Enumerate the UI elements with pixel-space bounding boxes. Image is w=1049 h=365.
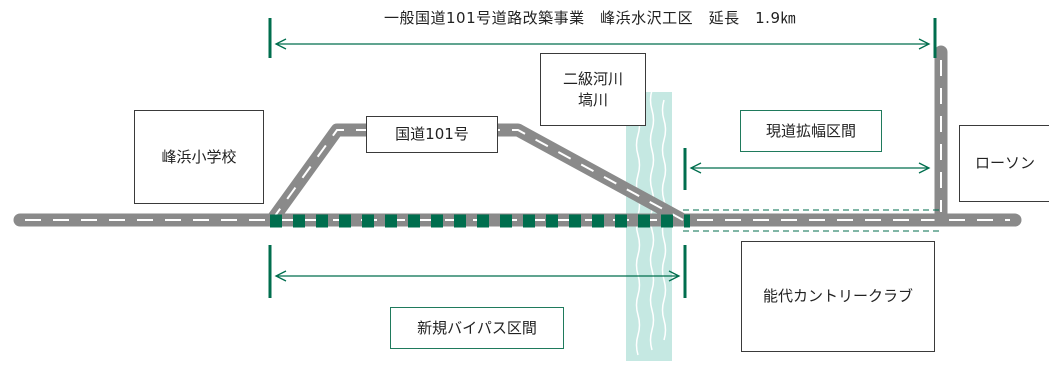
widening-arrowhead-right (918, 162, 931, 174)
river-label: 二級河川 塙川 (540, 53, 646, 126)
project-title: 一般国道101号道路改築事業 峰浜水沢工区 延長 1.9㎞ (384, 8, 796, 27)
route-101-dashes (271, 129, 684, 221)
lawson-label: ローソン (959, 125, 1049, 202)
route-101-label: 国道101号 (366, 116, 498, 153)
school-label: 峰浜小学校 (134, 110, 264, 204)
bypass-arrowhead-left (274, 270, 287, 282)
widening-label: 現道拡幅区間 (740, 110, 882, 152)
bypass-arrowhead-right (668, 270, 681, 282)
bypass-label: 新規バイパス区間 (390, 307, 564, 349)
extent-arrowhead-right (918, 38, 931, 50)
widening-arrowhead-left (689, 162, 702, 174)
extent-arrowhead-left (274, 38, 287, 50)
country-club-label: 能代カントリークラブ (741, 241, 935, 352)
